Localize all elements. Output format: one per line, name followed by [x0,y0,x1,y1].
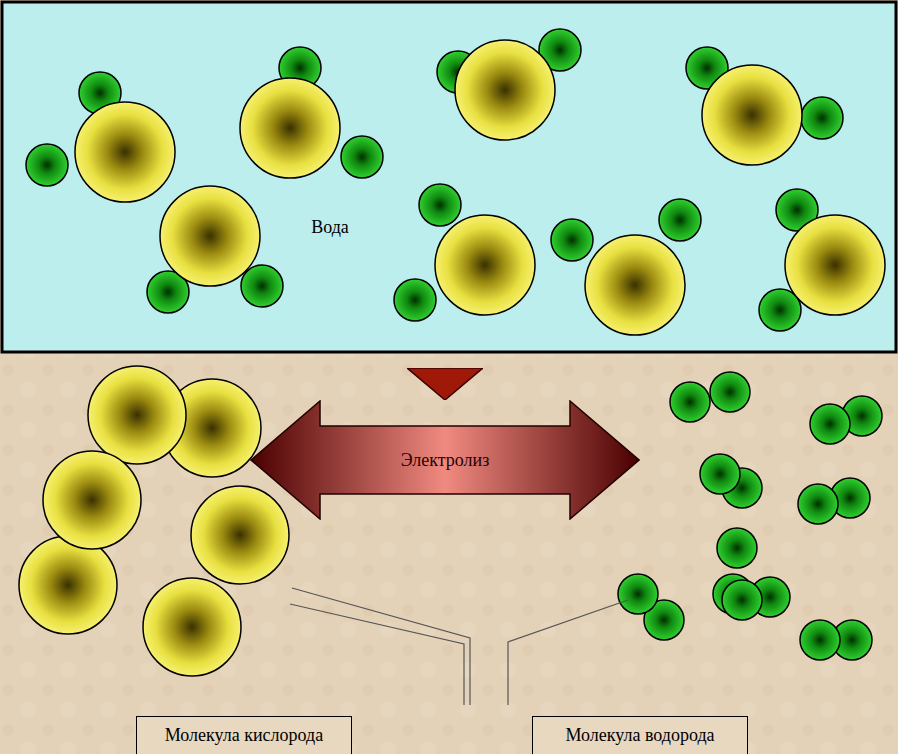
double-arrow [251,401,639,519]
hydrogen-atom [241,265,283,307]
hydrogen-molecule [800,620,872,660]
hydrogen-molecule [700,454,762,508]
hydrogen-atom [26,144,68,186]
hydrogen-atom [341,136,383,178]
leader-line [290,604,464,705]
caption-label: Молекула кислорода [165,725,323,746]
water-molecule [437,29,581,140]
flow-arrow [426,352,464,368]
hydrogen-molecule [618,574,684,640]
hydrogen-atom [801,97,843,139]
water-molecule [551,199,701,335]
hydrogen-molecule [670,372,750,422]
hydrogen-molecule [798,478,870,524]
oxygen-atom [435,215,535,315]
oxygen-atom [191,486,289,584]
hydrogen-atom [717,528,757,568]
oxygen-atom [455,40,555,140]
hydrogen-atom [700,454,740,494]
oxygen-atom [88,366,186,464]
hydrogen-atom [800,620,840,660]
oxygen-atom [240,78,340,178]
electrolysis-arrow: Электролиз [250,400,640,520]
water-molecules [26,29,885,335]
oxygen-molecules [19,366,289,676]
water-label-area: Вода [298,212,362,242]
substance-label: Вода [311,217,349,238]
hydrogen-atom [810,404,850,444]
water-panel [2,2,896,352]
hydrogen-atom [394,279,436,321]
hydrogen-atom [670,382,710,422]
process-label: Электролиз [401,450,490,471]
leader-lines [290,588,628,705]
hydrogen-molecule [722,577,790,620]
hydrogen-atom [551,219,593,261]
hydrogen-atom [659,199,701,241]
leader-line [292,588,470,705]
oxygen-atom [785,215,885,315]
hydrogen-atom [722,580,762,620]
oxygen-atom [702,65,802,165]
oxygen-atom [19,536,117,634]
hydrogen-atom [419,184,461,226]
water-molecule [759,189,885,331]
hydrogen-atom [710,372,750,412]
water-molecule [240,47,383,178]
label-box: Молекула водорода [532,716,748,754]
hydrogen-atom [618,574,658,614]
label-box: Молекула кислорода [136,716,352,754]
oxygen-atom [143,578,241,676]
water-molecule [394,184,535,321]
oxygen-molecule [143,486,289,676]
caption-label: Молекула водорода [565,725,714,746]
leader-line [508,600,628,705]
oxygen-atom [585,235,685,335]
hydrogen-molecule [810,396,882,444]
water-molecule [686,47,843,165]
hydrogen-atom [798,484,838,524]
hydrogen-molecules [618,372,882,660]
oxygen-atom [160,186,260,286]
water-molecule [147,186,283,313]
oxygen-molecule [19,451,141,634]
water-molecule [26,72,175,202]
oxygen-atom [75,102,175,202]
oxygen-atom [43,451,141,549]
